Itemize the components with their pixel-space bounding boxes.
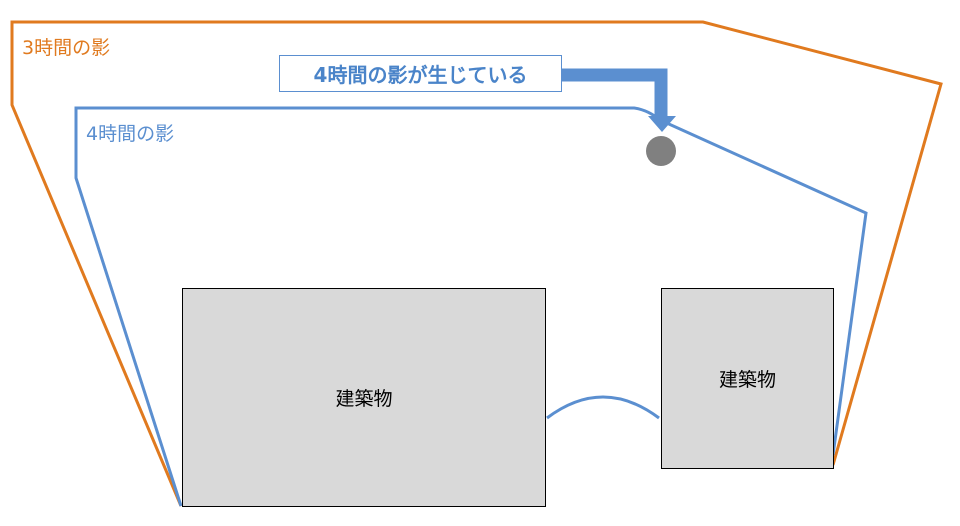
building-label: 建築物 bbox=[718, 369, 776, 391]
building-label: 建築物 bbox=[335, 388, 393, 410]
callout-arrow bbox=[562, 68, 668, 118]
connection-arc bbox=[546, 395, 660, 420]
building-large: 建築物 bbox=[182, 288, 546, 507]
callout-box: 4時間の影が生じている bbox=[279, 55, 562, 92]
shadow-3h-outline bbox=[10, 20, 943, 507]
building-small: 建築物 bbox=[661, 288, 834, 469]
observation-point bbox=[646, 136, 676, 166]
shadow-3h-label: 3時間の影 bbox=[22, 37, 111, 59]
arrow-head-icon bbox=[648, 116, 676, 132]
shadow-4h-label: 4時間の影 bbox=[86, 123, 175, 145]
